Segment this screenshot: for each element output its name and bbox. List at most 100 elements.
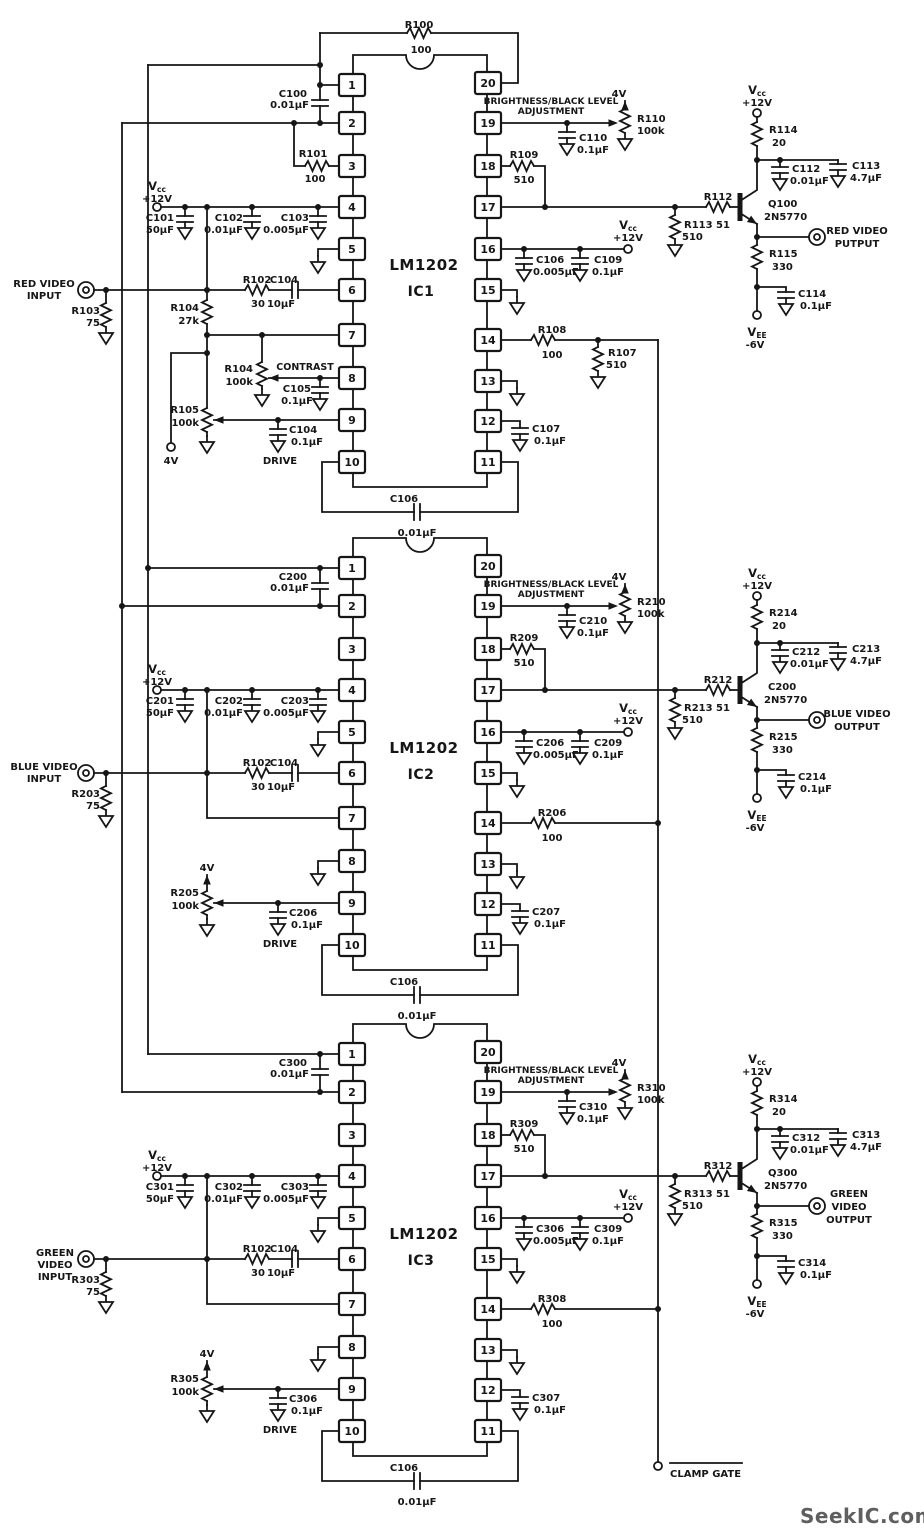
pin-box	[337, 1041, 367, 1067]
label-cd2-n: C109	[594, 255, 622, 266]
pin-box	[337, 555, 367, 581]
pin-box	[473, 891, 503, 917]
ground-icon	[508, 393, 526, 407]
pin-number: 6	[348, 767, 356, 780]
label-rbr-n: R210	[637, 597, 666, 608]
ground-icon	[771, 178, 789, 192]
pin-box	[473, 1418, 503, 1444]
label-vcc-val: +12V	[613, 233, 643, 244]
ground-icon	[558, 626, 576, 640]
wire	[500, 903, 521, 912]
wire	[317, 248, 340, 257]
label-cp12-v: 0.1µF	[534, 919, 566, 930]
pin-number: 14	[480, 817, 496, 830]
label-cc2-n: C113	[852, 161, 880, 172]
supply-symbol: V	[148, 1148, 157, 1162]
label-vcc: Vcc	[148, 662, 166, 677]
ic-ref: IC2	[408, 767, 435, 783]
label-1-bias_label: 4V	[612, 572, 627, 583]
label-cp12-n: C307	[532, 1393, 560, 1404]
label-cb1-v: 0.01µF	[204, 225, 243, 236]
supply-subscript: cc	[757, 572, 766, 581]
pin-box	[473, 1205, 503, 1231]
label-cdrv-v: 0.1µF	[291, 1406, 323, 1417]
label-rterm-v: 75	[86, 1287, 100, 1298]
wire	[206, 1175, 340, 1305]
ground-icon	[511, 922, 529, 936]
label-cpp-n: C100	[279, 89, 307, 100]
label-rin-n: R102	[243, 1244, 272, 1255]
supply-subscript: cc	[628, 1193, 637, 1202]
pin-number: 14	[480, 334, 496, 347]
label-vee-val: -6V	[746, 340, 765, 351]
resistor-icon	[529, 815, 557, 831]
label-rsh-n: R213	[684, 703, 713, 714]
label-vcc-val: +12V	[613, 1202, 643, 1213]
label-ce-n: C314	[798, 1258, 826, 1269]
label-cb2-v: 0.005µF	[263, 225, 309, 236]
label-rin-v: 30	[251, 782, 265, 793]
label-rbias-n: R104	[170, 303, 199, 314]
pin-number: 3	[348, 160, 356, 173]
arrowhead-icon	[608, 1088, 618, 1096]
label-rp3-n: R101	[299, 149, 328, 160]
output-label: RED VIDEO	[826, 226, 887, 237]
supply-symbol: V	[619, 1187, 628, 1201]
pin-number: 13	[480, 375, 495, 388]
label-cb1-v: 0.01µF	[204, 1194, 243, 1205]
label-vee-val: -6V	[746, 1309, 765, 1320]
pin-box	[473, 1079, 503, 1105]
label-vcc-val: +12V	[742, 98, 772, 109]
arrowhead-icon	[746, 1184, 757, 1193]
resistor-icon	[529, 332, 557, 348]
ground-icon	[198, 1410, 216, 1424]
ground-icon	[777, 303, 795, 317]
label-2-bias_label: 4V	[200, 1349, 215, 1360]
label-vcc-val: +12V	[613, 716, 643, 727]
wire	[533, 165, 546, 208]
output-label: BLUE VIDEO	[823, 709, 890, 720]
label-cp12-n: C207	[532, 907, 560, 918]
resistor-icon	[98, 301, 114, 329]
junction-dot	[317, 565, 323, 571]
label-vcc: Vcc	[148, 179, 166, 194]
label-rsh-v: 510	[682, 232, 703, 243]
pin-box	[337, 1205, 367, 1231]
ground-icon	[508, 1271, 526, 1285]
ground-icon	[771, 1147, 789, 1161]
ic-name: LM1202	[389, 1225, 458, 1243]
wire	[293, 122, 306, 167]
label-cbulk-n: C101	[146, 213, 174, 224]
terminal-icon	[752, 108, 762, 118]
terminal-icon	[166, 442, 176, 452]
resistor-icon	[243, 765, 271, 781]
ground-icon	[515, 752, 533, 766]
wire	[419, 944, 519, 996]
ground-icon	[508, 785, 526, 799]
label-cc2-v: 4.7µF	[850, 656, 882, 667]
ground-icon	[508, 1362, 526, 1376]
pin-box	[337, 1122, 367, 1148]
label-cd1-v: 0.005µF	[533, 750, 579, 761]
input-label: INPUT	[27, 291, 62, 302]
pin-box	[337, 72, 367, 98]
label-cbr-v: 0.1µF	[577, 1114, 609, 1125]
label-rser-v: 51	[716, 220, 730, 231]
resistor-icon	[508, 158, 536, 174]
label-cc1-n: C112	[792, 164, 820, 175]
resistor-icon	[617, 1076, 633, 1104]
supply-subscript: EE	[756, 814, 766, 823]
resistor-icon	[243, 1251, 271, 1267]
label-re-n: R315	[769, 1218, 798, 1229]
label-cb2-n: C203	[281, 696, 309, 707]
pin-box	[337, 719, 367, 745]
output-label: PUTPUT	[835, 239, 880, 250]
pin-number: 4	[348, 201, 356, 214]
pin-number: 8	[348, 1341, 356, 1354]
resistor-icon	[617, 590, 633, 618]
resistor-icon	[617, 107, 633, 135]
label-vee-val: -6V	[746, 823, 765, 834]
ground-icon	[311, 398, 329, 412]
label-q-n: Q100	[768, 199, 797, 210]
ground-icon	[511, 1408, 529, 1422]
